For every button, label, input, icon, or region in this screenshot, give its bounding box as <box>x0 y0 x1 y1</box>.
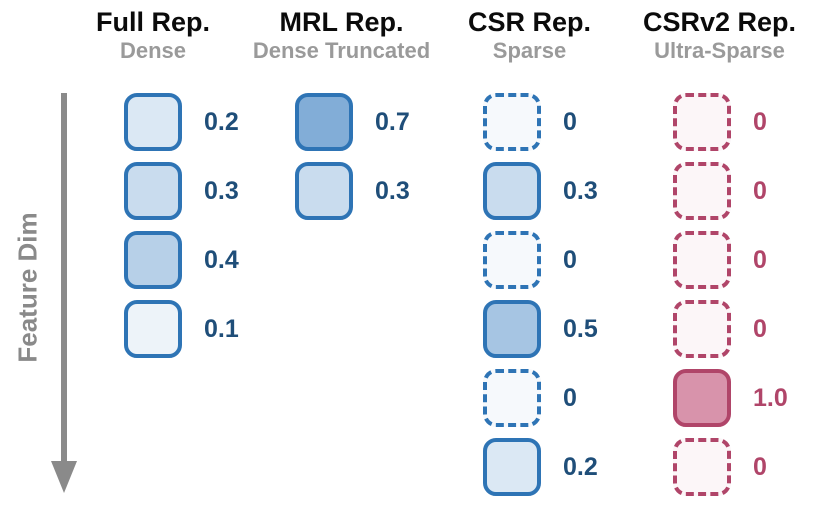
value-cell <box>483 93 541 151</box>
feature-dim-axis: Feature Dim <box>0 0 100 514</box>
arrow-shaft <box>61 93 67 463</box>
cell-row: 1.0 <box>673 369 813 427</box>
column-header: CSR Rep. Sparse <box>432 7 627 64</box>
cell-value-label: 0.3 <box>204 176 239 205</box>
cell-row: 0.3 <box>483 162 627 220</box>
arrow-head <box>51 461 77 493</box>
cell-row: 0 <box>673 231 813 289</box>
column-mrl-rep: MRL Rep. Dense Truncated 0.7 0.3 <box>244 0 439 514</box>
column-subtitle: Dense <box>119 37 187 63</box>
value-cell <box>673 438 731 496</box>
cell-stack: 0 0.3 0 0.5 0 0.2 <box>432 93 627 496</box>
cell-stack: 0.7 0.3 <box>244 93 439 220</box>
cell-row: 0.3 <box>295 162 439 220</box>
value-cell <box>124 93 182 151</box>
value-cell <box>483 369 541 427</box>
cell-row: 0 <box>483 369 627 427</box>
cell-row: 0.7 <box>295 93 439 151</box>
value-cell <box>673 300 731 358</box>
column-full-rep: Full Rep. Dense 0.2 0.3 0.4 0.1 <box>63 0 243 514</box>
value-cell <box>483 231 541 289</box>
value-cell <box>124 231 182 289</box>
value-cell <box>673 93 731 151</box>
cell-row: 0 <box>673 93 813 151</box>
cell-stack: 0.2 0.3 0.4 0.1 <box>63 93 243 358</box>
cell-value-label: 0.4 <box>204 245 239 274</box>
value-cell <box>483 438 541 496</box>
value-cell <box>124 300 182 358</box>
cell-value-label: 0.3 <box>563 176 598 205</box>
column-header: MRL Rep. Dense Truncated <box>244 7 439 64</box>
cell-value-label: 0.5 <box>563 314 598 343</box>
cell-value-label: 1.0 <box>753 383 788 412</box>
cell-value-label: 0 <box>753 176 767 205</box>
cell-value-label: 0 <box>563 245 577 274</box>
cell-value-label: 0 <box>753 452 767 481</box>
cell-row: 0.1 <box>124 300 243 358</box>
cell-value-label: 0 <box>563 383 577 412</box>
cell-value-label: 0.7 <box>375 107 410 136</box>
cell-value-label: 0 <box>753 314 767 343</box>
value-cell <box>673 231 731 289</box>
value-cell <box>483 162 541 220</box>
column-csr-rep: CSR Rep. Sparse 0 0.3 0 0.5 0 0.2 <box>432 0 627 514</box>
column-title: CSRv2 Rep. <box>642 7 797 37</box>
column-title: CSR Rep. <box>467 7 592 37</box>
column-subtitle: Ultra-Sparse <box>654 37 785 63</box>
cell-value-label: 0.3 <box>375 176 410 205</box>
value-cell <box>673 369 731 427</box>
column-title: Full Rep. <box>96 7 210 37</box>
value-cell <box>483 300 541 358</box>
cell-value-label: 0 <box>753 245 767 274</box>
cell-row: 0.5 <box>483 300 627 358</box>
value-cell <box>295 162 353 220</box>
column-title: MRL Rep. <box>279 7 404 37</box>
cell-row: 0.2 <box>124 93 243 151</box>
cell-row: 0 <box>673 300 813 358</box>
column-header: Full Rep. Dense <box>63 7 243 64</box>
cell-value-label: 0 <box>753 107 767 136</box>
cell-row: 0 <box>673 438 813 496</box>
cell-row: 0 <box>673 162 813 220</box>
cell-row: 0.4 <box>124 231 243 289</box>
column-csrv2-rep: CSRv2 Rep. Ultra-Sparse 0 0 0 0 1.0 0 <box>622 0 813 514</box>
cell-row: 0.3 <box>124 162 243 220</box>
cell-value-label: 0 <box>563 107 577 136</box>
feature-dim-axis-label: Feature Dim <box>12 212 43 363</box>
value-cell <box>124 162 182 220</box>
cell-value-label: 0.2 <box>563 452 598 481</box>
column-subtitle: Dense Truncated <box>252 37 431 63</box>
value-cell <box>295 93 353 151</box>
cell-value-label: 0.1 <box>204 314 239 343</box>
column-subtitle: Sparse <box>492 37 567 63</box>
cell-value-label: 0.2 <box>204 107 239 136</box>
value-cell <box>673 162 731 220</box>
cell-row: 0.2 <box>483 438 627 496</box>
column-header: CSRv2 Rep. Ultra-Sparse <box>622 7 813 64</box>
cell-row: 0 <box>483 231 627 289</box>
cell-stack: 0 0 0 0 1.0 0 <box>622 93 813 496</box>
cell-row: 0 <box>483 93 627 151</box>
